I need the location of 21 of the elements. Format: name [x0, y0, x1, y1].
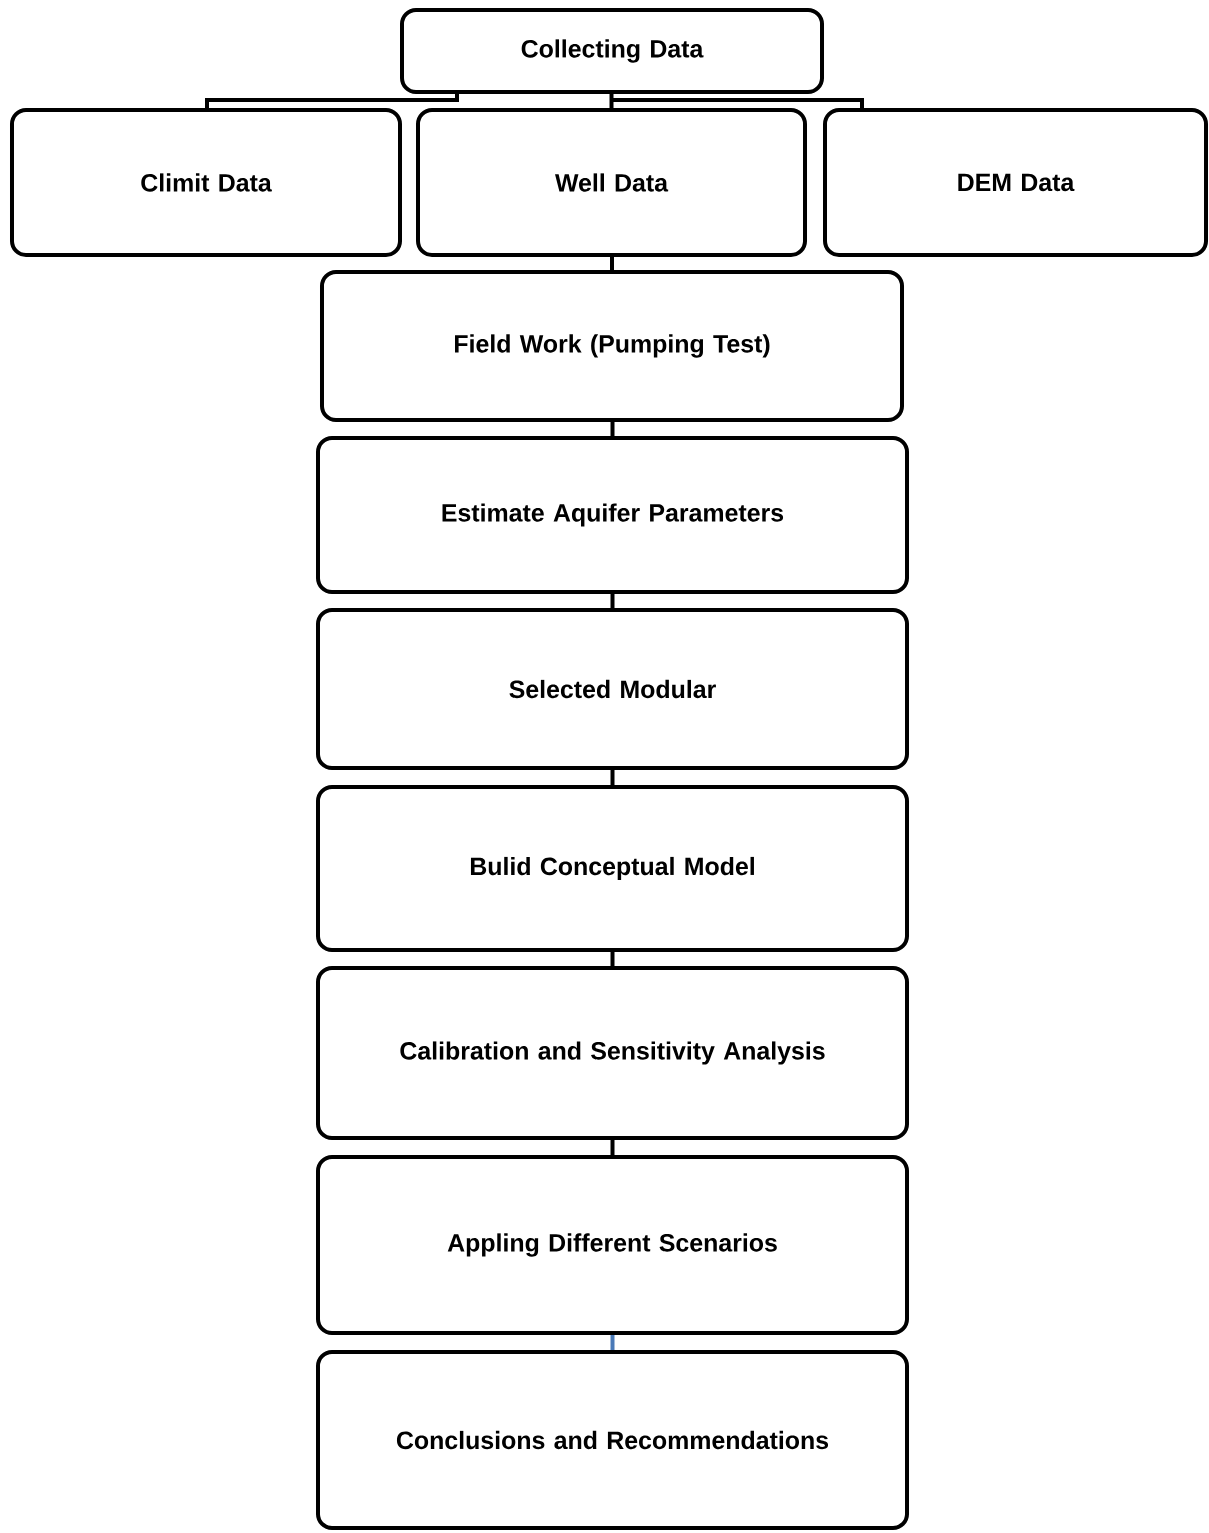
process-box: Selected Modular — [316, 608, 909, 770]
process-box: Field Work (Pumping Test) — [320, 270, 904, 422]
connector-line — [610, 952, 615, 966]
connector-line — [610, 770, 615, 785]
process-box: Conclusions and Recommendations — [316, 1350, 909, 1530]
connector-line — [609, 94, 614, 108]
connector-line — [610, 1140, 615, 1155]
connector-line — [205, 94, 459, 108]
process-box: Bulid Conceptual Model — [316, 785, 909, 952]
process-box: Climit Data — [10, 108, 402, 257]
connector-line — [610, 1335, 615, 1350]
connector-line — [610, 594, 615, 608]
connector-line — [610, 257, 614, 270]
process-box: Estimate Aquifer Parameters — [316, 436, 909, 594]
connector-line — [610, 422, 615, 436]
process-box: Calibration and Sensitivity Analysis — [316, 966, 909, 1140]
process-box: DEM Data — [823, 108, 1208, 257]
process-box: Appling Different Scenarios — [316, 1155, 909, 1335]
process-box: Collecting Data — [400, 8, 824, 94]
connector-line — [612, 98, 864, 108]
process-box: Well Data — [416, 108, 807, 257]
